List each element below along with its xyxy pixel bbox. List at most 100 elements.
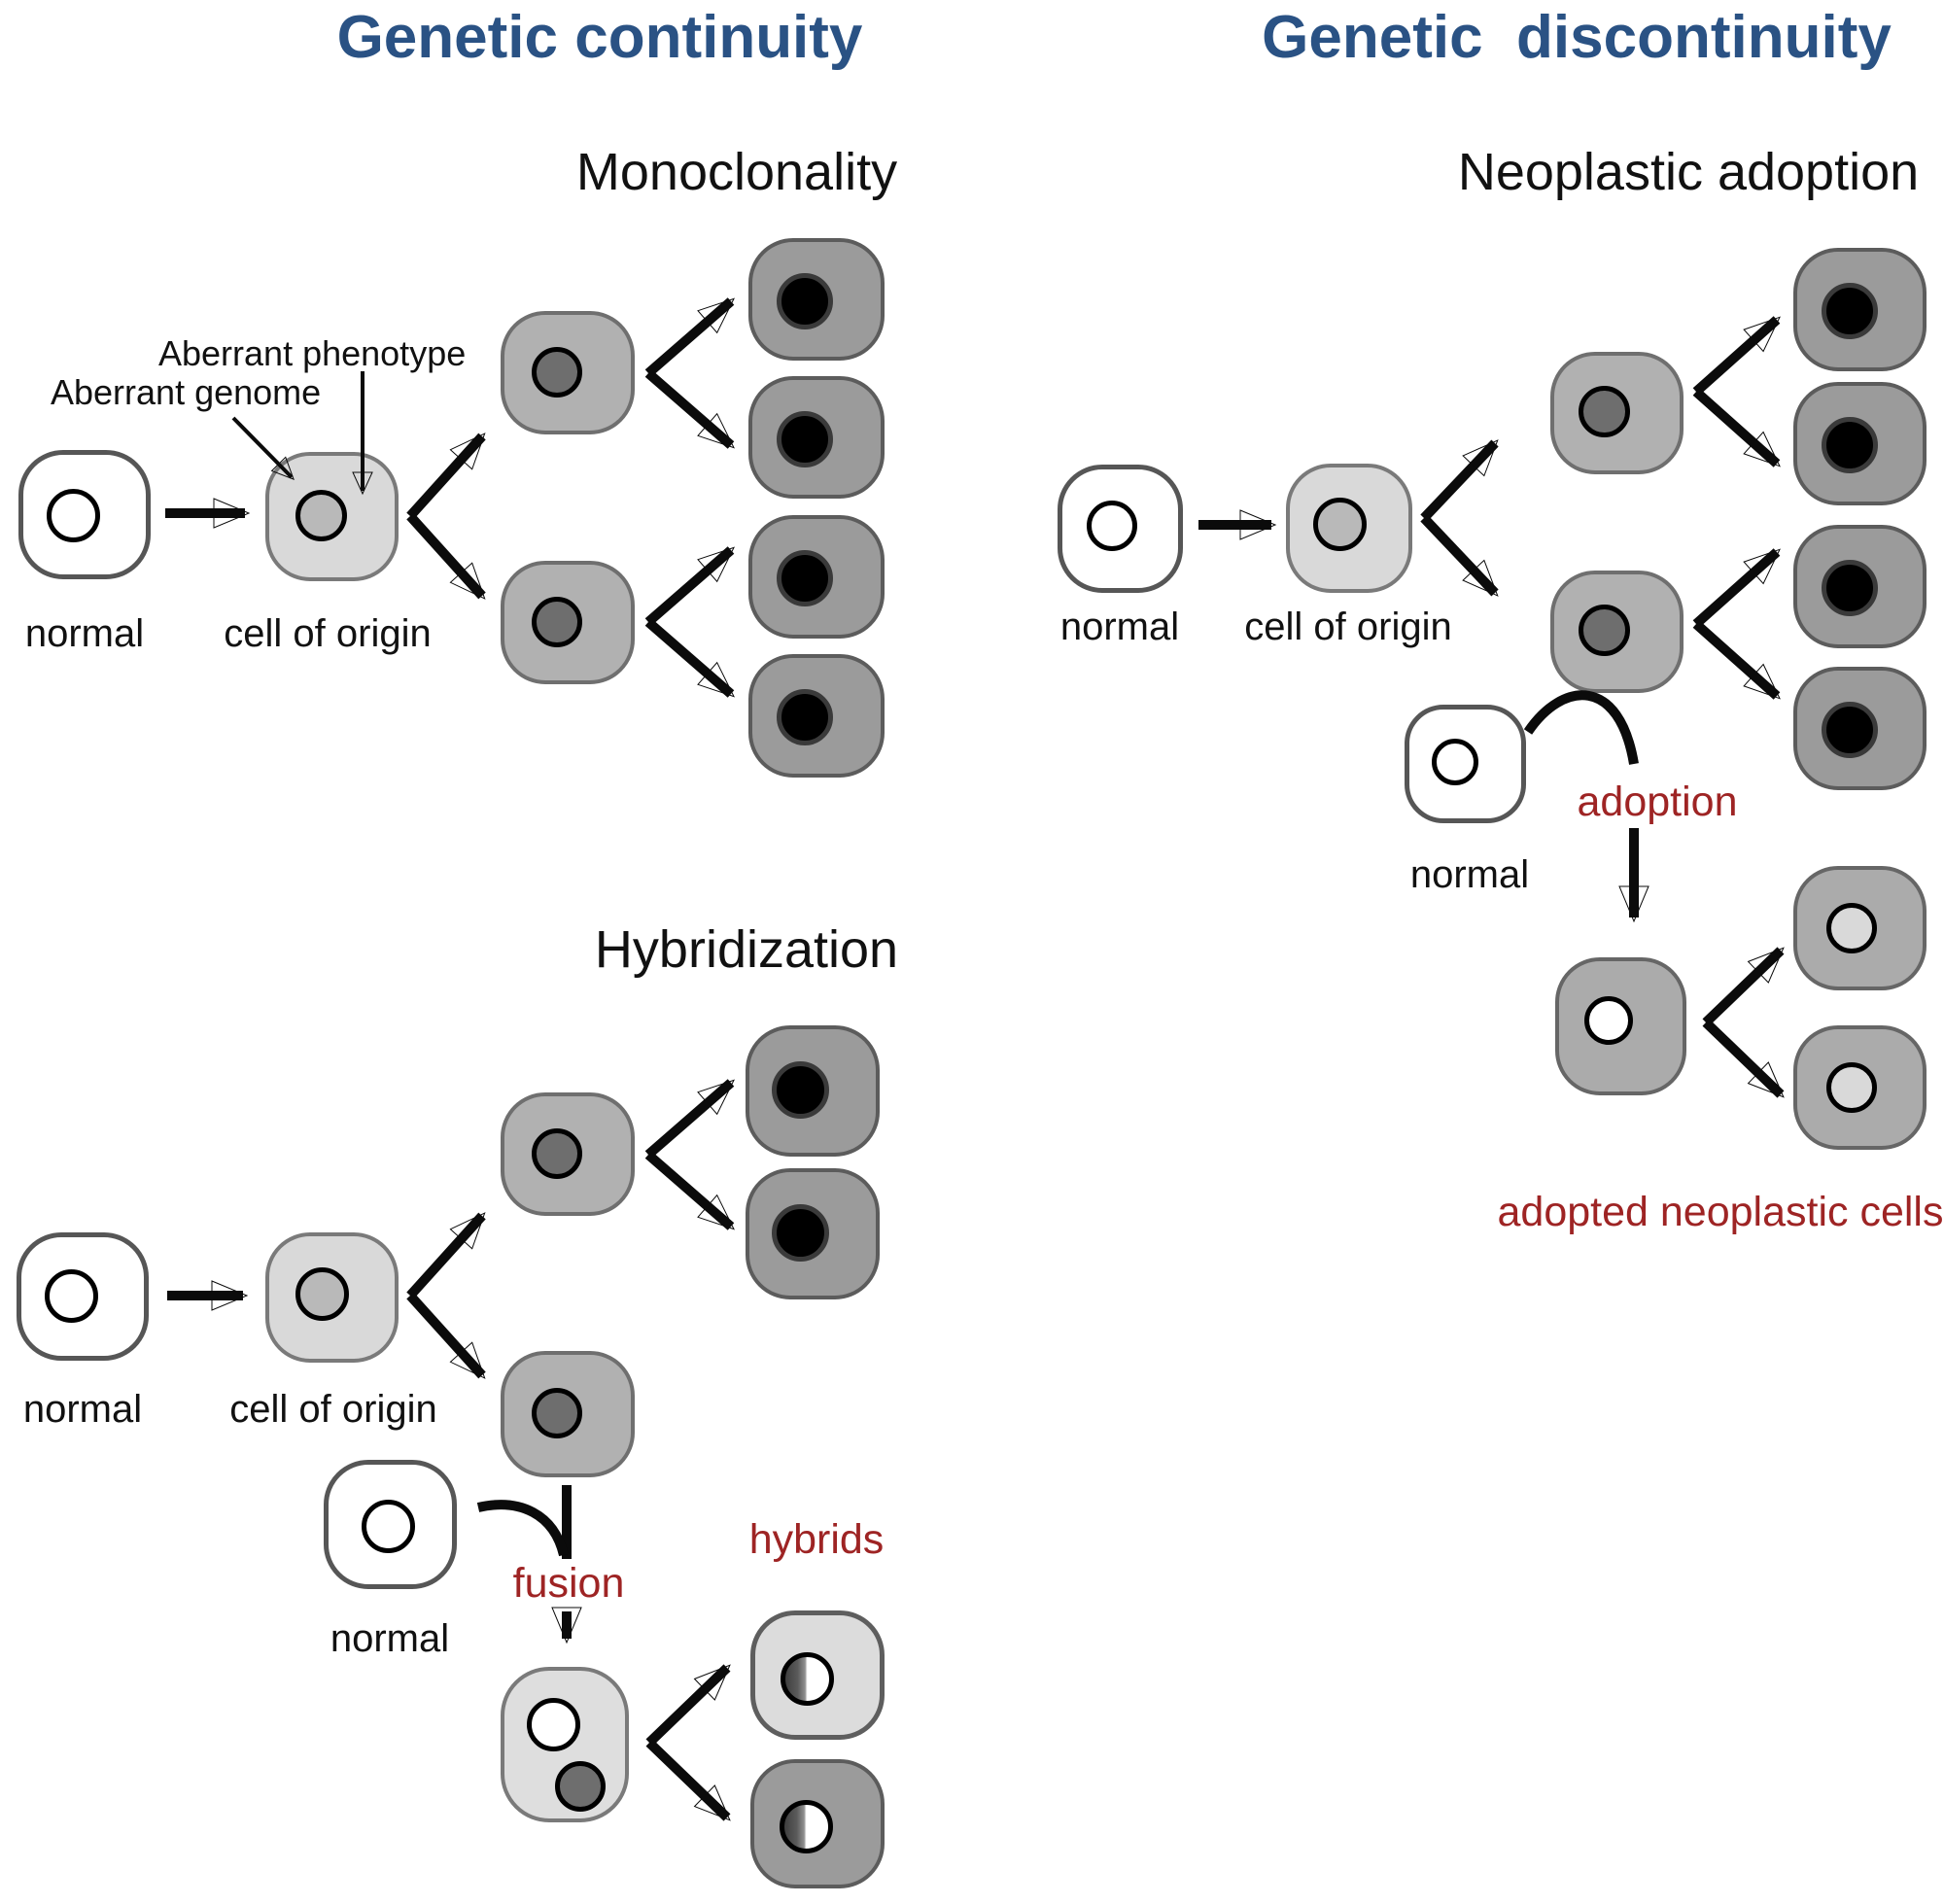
mono-gen1-bottom-nucleus xyxy=(532,597,582,647)
mono-final-cell-4 xyxy=(748,654,885,778)
adoption-label: adoption xyxy=(1577,779,1738,825)
mono-cell-of-origin-label: cell of origin xyxy=(224,612,432,655)
adopt-normal2-nucleus xyxy=(1432,739,1478,785)
hyb-fused-nucleus-normal xyxy=(527,1698,580,1751)
adopt-daughter-nucleus-1 xyxy=(1826,903,1877,953)
hyb-fused-cell xyxy=(501,1667,629,1822)
hyb-hybrid-cell-1 xyxy=(750,1610,885,1740)
adopt-final-nucleus-2 xyxy=(1822,417,1878,473)
adopt-branch2-up xyxy=(1692,316,1781,396)
adopt-branch4-up xyxy=(1702,947,1785,1026)
mono-origin-nucleus xyxy=(295,490,347,541)
adopt-normal2-label: normal xyxy=(1409,853,1530,896)
mono-branch1-down xyxy=(406,512,486,600)
monoclonality-subtitle: Monoclonality xyxy=(575,143,898,201)
adopt-final-cell-1 xyxy=(1793,248,1927,371)
mono-cell-of-origin xyxy=(265,452,399,581)
hyb-gen1-top-nucleus xyxy=(532,1128,582,1179)
hyb-fused-nucleus-neoplastic xyxy=(555,1761,606,1812)
adopt-adopted-cell xyxy=(1555,957,1686,1095)
hyb-origin-nucleus xyxy=(295,1267,349,1321)
adopt-adopted-nucleus xyxy=(1584,996,1633,1045)
adopt-branch1-down xyxy=(1420,514,1499,597)
hyb-normal-nucleus xyxy=(45,1269,98,1323)
hyb-branch1-down xyxy=(406,1292,486,1379)
mono-gen1-top-cell xyxy=(501,311,635,434)
hyb-branch2-down xyxy=(644,1151,735,1230)
adopt-final-nucleus-4 xyxy=(1822,702,1878,758)
mono-final-nucleus-4 xyxy=(777,689,833,745)
hyb-final-cell-2 xyxy=(746,1168,880,1299)
hyb-gen1-bottom-cell xyxy=(501,1351,635,1477)
adoption-subtitle: Neoplastic adoption xyxy=(1457,143,1920,201)
hyb-hybrid-nucleus-1 xyxy=(781,1652,834,1706)
mono-branch2-down xyxy=(644,369,735,449)
adopt-final-cell-4 xyxy=(1793,667,1927,790)
adopt-cell-of-origin-label: cell of origin xyxy=(1244,606,1452,648)
adopt-final-nucleus-1 xyxy=(1822,283,1878,339)
hyb-branch3-up xyxy=(645,1664,731,1747)
hyb-branch1-up xyxy=(406,1212,486,1299)
mono-final-cell-1 xyxy=(748,238,885,361)
adopt-gen1-top-nucleus xyxy=(1579,386,1630,437)
adopted-neoplastic-cells-label: adopted neoplastic cells xyxy=(1497,1189,1944,1235)
mono-branch2-up xyxy=(644,297,735,377)
mono-normal-nucleus xyxy=(47,489,100,542)
adopt-gen1-top-cell xyxy=(1550,352,1684,474)
right-column-title: Genetic discontinuity xyxy=(1262,4,1892,71)
adopt-branch2-down xyxy=(1692,388,1781,467)
mono-gen1-bottom-cell xyxy=(501,561,635,684)
adopt-adoption-curve xyxy=(1523,690,1639,765)
adopt-normal-cell xyxy=(1058,465,1183,593)
mono-final-nucleus-2 xyxy=(777,411,833,467)
hybridization-subtitle: Hybridization xyxy=(594,920,899,979)
hyb-normal2-nucleus xyxy=(362,1500,415,1553)
hyb-branch3-down xyxy=(645,1739,731,1821)
adopt-daughter-cell-2 xyxy=(1793,1025,1927,1150)
hyb-hybrid-nucleus-2 xyxy=(780,1800,833,1853)
mono-gen1-top-nucleus xyxy=(532,347,582,398)
adopt-final-nucleus-3 xyxy=(1822,560,1878,616)
mono-final-cell-3 xyxy=(748,515,885,639)
mono-normal-cell xyxy=(18,450,151,579)
hyb-final-nucleus-1 xyxy=(772,1061,829,1119)
hyb-gen1-bottom-nucleus xyxy=(532,1388,582,1438)
mono-final-cell-2 xyxy=(748,376,885,499)
fusion-label: fusion xyxy=(512,1560,625,1607)
aberrant-phenotype-annotation: Aberrant phenotype xyxy=(158,333,467,373)
mono-branch3-down xyxy=(644,618,735,698)
adopt-branch3-down xyxy=(1692,620,1781,700)
mono-branch1-up xyxy=(406,433,486,520)
hyb-cell-of-origin xyxy=(265,1232,399,1363)
hyb-fusion-curve xyxy=(476,1500,569,1557)
hybrids-label: hybrids xyxy=(748,1516,885,1563)
hyb-hybrid-cell-2 xyxy=(750,1759,885,1888)
aberrant-genome-annotation: Aberrant genome xyxy=(51,372,322,412)
adopt-branch1-up xyxy=(1420,439,1499,522)
adopt-final-cell-3 xyxy=(1793,525,1927,648)
hyb-normal2-label: normal xyxy=(330,1617,450,1660)
adopt-daughter-cell-1 xyxy=(1793,866,1927,990)
mono-final-nucleus-1 xyxy=(777,273,833,329)
mono-final-nucleus-3 xyxy=(777,550,833,606)
adopt-normal2-cell xyxy=(1405,705,1526,823)
adopt-cell-of-origin xyxy=(1286,464,1412,593)
hyb-normal-label: normal xyxy=(22,1388,143,1431)
adopt-branch4-down xyxy=(1702,1019,1785,1098)
hyb-cell-of-origin-label: cell of origin xyxy=(229,1388,437,1431)
adopt-branch3-up xyxy=(1692,548,1781,628)
hyb-normal-cell xyxy=(17,1232,149,1361)
hyb-gen1-top-cell xyxy=(501,1092,635,1216)
hyb-branch2-up xyxy=(644,1079,735,1159)
adopt-normal-label: normal xyxy=(1059,606,1180,648)
hyb-final-nucleus-2 xyxy=(772,1204,829,1262)
mono-branch3-up xyxy=(644,546,735,626)
adopt-gen1-bottom-nucleus xyxy=(1579,605,1630,656)
mono-normal-label: normal xyxy=(24,612,145,655)
hyb-final-cell-1 xyxy=(746,1025,880,1157)
adopt-gen1-bottom-cell xyxy=(1550,571,1684,693)
hyb-normal2-cell xyxy=(324,1460,457,1589)
adopt-normal-nucleus xyxy=(1087,501,1137,551)
